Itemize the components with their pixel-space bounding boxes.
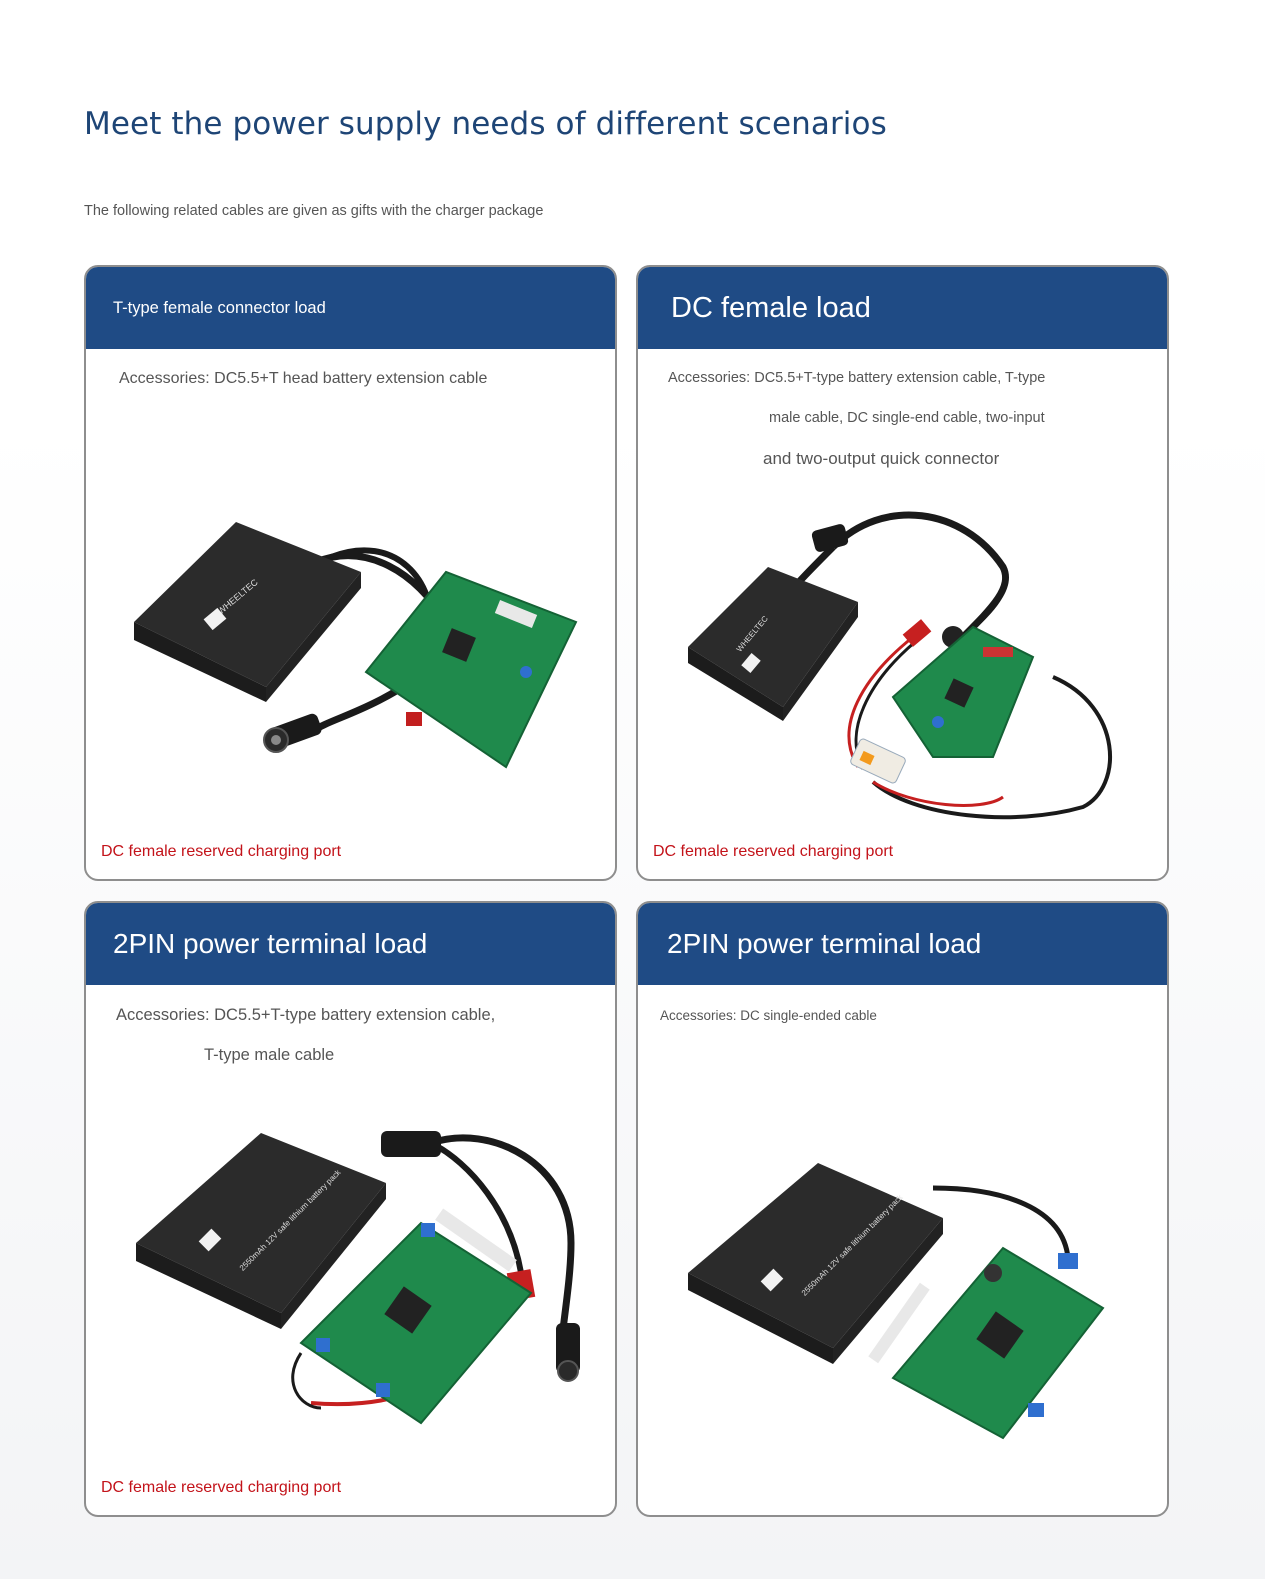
page-title: Meet the power supply needs of different…: [84, 106, 887, 142]
card-header: 2PIN power terminal load: [86, 903, 615, 985]
card-title: 2PIN power terminal load: [113, 928, 428, 959]
card-title: T-type female connector load: [113, 298, 326, 317]
card-dc-female: DC female load Accessories: DC5.5+T-type…: [636, 265, 1169, 881]
card-header: 2PIN power terminal load: [638, 903, 1167, 985]
card-2pin-terminal-b: 2PIN power terminal load Accessories: DC…: [636, 901, 1169, 1517]
accessories-line: Accessories: DC5.5+T head battery extens…: [119, 370, 488, 387]
card-title: DC female load: [671, 291, 871, 324]
accessories-line: and two-output quick connector: [763, 449, 1000, 468]
accessories-line: T-type male cable: [204, 1046, 335, 1064]
card-header: T-type female connector load: [86, 267, 615, 349]
battery-pcb-photo: 2550mAh 12V safe lithium battery pack: [688, 1163, 1105, 1440]
card-title: 2PIN power terminal load: [667, 928, 982, 959]
accessories-line: Accessories: DC single-ended cable: [660, 1008, 877, 1023]
accessories-line: male cable, DC single-end cable, two-inp…: [769, 410, 1045, 426]
accessories-line: Accessories: DC5.5+T-type battery extens…: [668, 370, 1046, 386]
charging-port-note: DC female reserved charging port: [101, 843, 342, 860]
battery-pcb-photo: WHEELTEC: [134, 522, 578, 769]
charging-port-note: DC female reserved charging port: [653, 843, 894, 860]
charging-port-note: DC female reserved charging port: [101, 1479, 342, 1496]
card-2pin-terminal-a: 2PIN power terminal load Accessories: DC…: [84, 901, 617, 1517]
card-header: DC female load: [638, 267, 1167, 349]
card-t-type-female: T-type female connector load Accessories…: [84, 265, 617, 881]
battery-pcb-photo: WHEELTEC: [688, 511, 1112, 820]
battery-pcb-photo: 2550mAh 12V safe lithium battery pack: [136, 1131, 580, 1425]
page-subtitle: The following related cables are given a…: [84, 203, 544, 219]
accessories-line: Accessories: DC5.5+T-type battery extens…: [116, 1006, 496, 1024]
